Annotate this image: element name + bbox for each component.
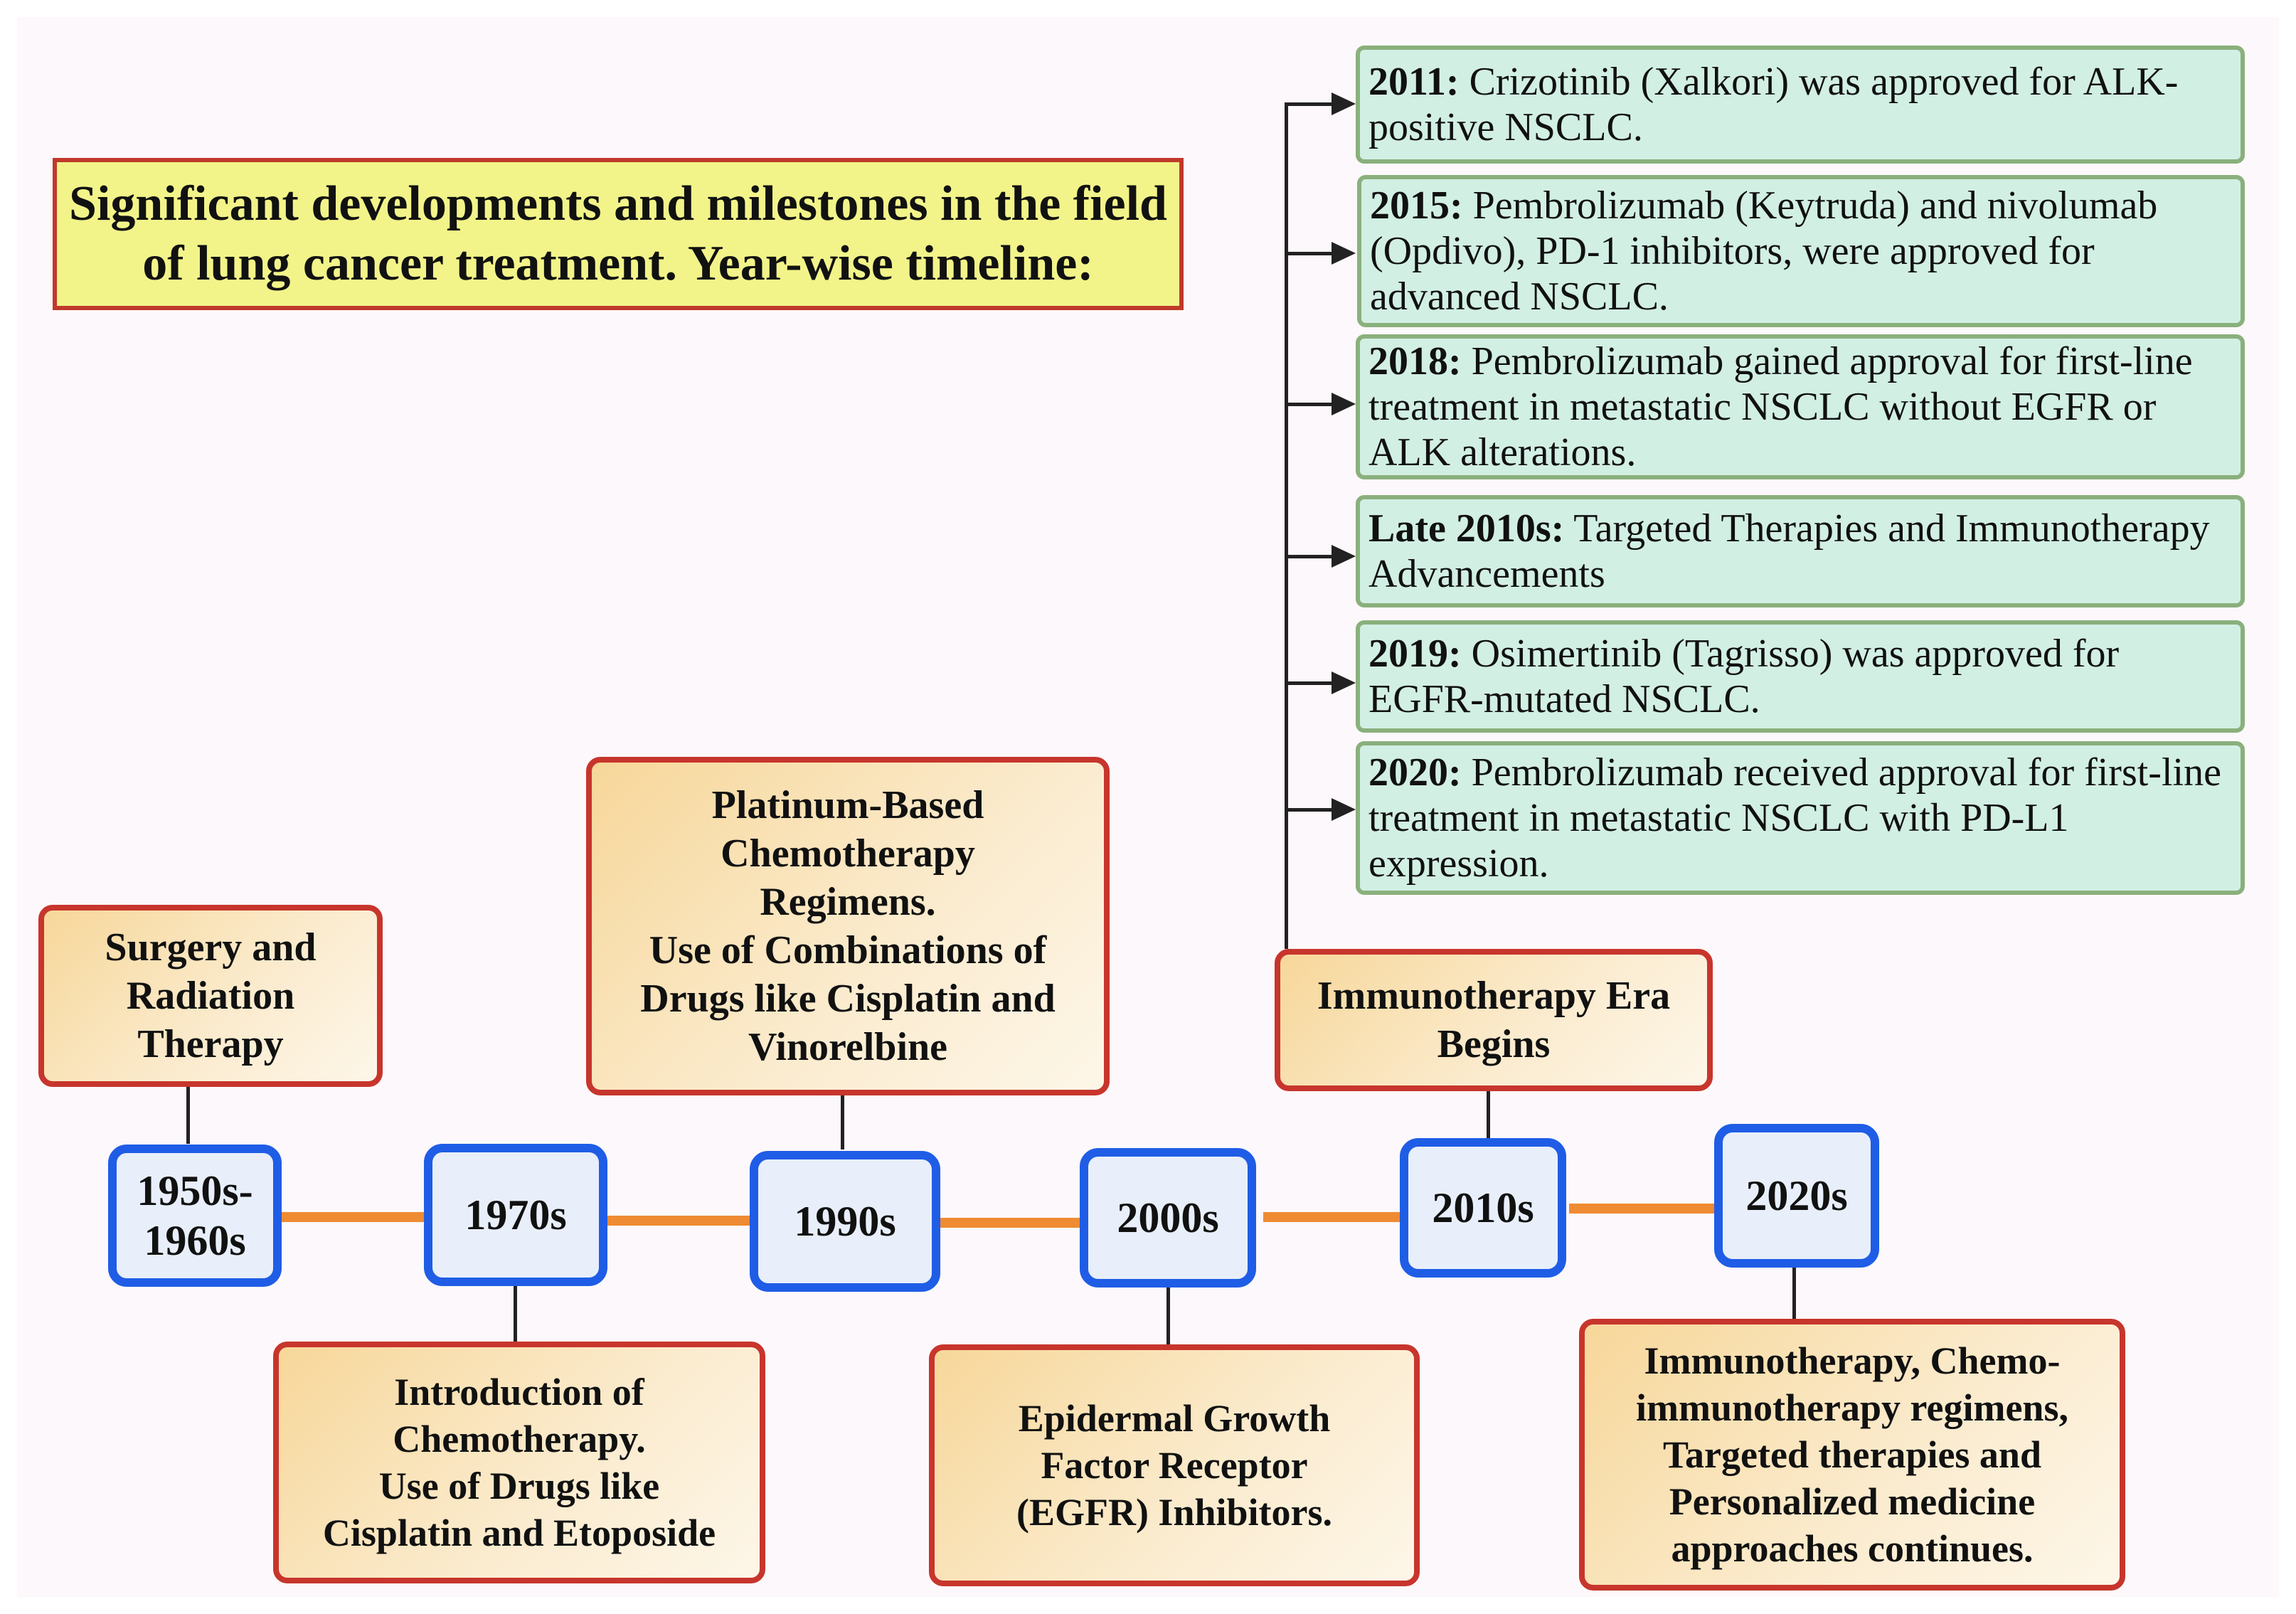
milestone-year: 2018: [1368,339,1462,383]
event-chemotherapy-introduction: Introduction of Chemotherapy. Use of Dru… [273,1342,765,1583]
milestone-year: Late 2010s: [1368,506,1565,551]
connector-1950s-1970s [275,1212,441,1222]
event-platinum-chemotherapy: Platinum-Based Chemotherapy Regimens. Us… [586,757,1110,1095]
decade-2000s: 2000s [1080,1148,1256,1288]
event-personalized-medicine: Immunotherapy, Chemo- immunotherapy regi… [1579,1319,2125,1591]
arrow-late-2010s [1332,545,1356,568]
decade-1950s-1960s: 1950s- 1960s [108,1145,282,1287]
milestone-text: Pembrolizumab received approval for firs… [1368,750,2221,886]
milestone-year: 2011: [1368,60,1460,104]
branch-2011 [1285,102,1334,106]
connector-1990s-2000s [935,1218,1097,1228]
decade-2010s: 2010s [1400,1138,1566,1278]
milestone-text: Pembrolizumab gained approval for first-… [1368,339,2193,474]
event-egfr-inhibitors: Epidermal Growth Factor Receptor (EGFR) … [929,1344,1420,1586]
decade-1990s: 1990s [750,1151,940,1292]
arrow-2018 [1332,393,1356,415]
milestone-text: Crizotinib (Xalkori) was approved for AL… [1368,60,2179,149]
branch-2020 [1285,808,1334,812]
decade-1970s: 1970s [424,1144,607,1286]
milestone-2015: 2015: Pembrolizumab (Keytruda) and nivol… [1357,175,2245,327]
milestone-2019: 2019: Osimertinib (Tagrisso) was approve… [1356,620,2245,733]
milestone-text: Targeted Therapies and Immunotherapy Adv… [1368,506,2210,596]
timeline-canvas: Significant developments and milestones … [17,17,2279,1597]
diagram-title: Significant developments and milestones … [53,158,1184,310]
milestone-year: 2020: [1368,750,1462,795]
branch-2015 [1285,252,1334,255]
connector-2010s-2020s [1569,1204,1726,1214]
milestone-2011: 2011: Crizotinib (Xalkori) was approved … [1356,46,2245,164]
milestone-text: Osimertinib (Tagrisso) was approved for … [1368,632,2120,721]
branch-2019 [1285,681,1334,685]
stem-2010s [1487,1085,1490,1141]
milestone-text: Pembrolizumab (Keytruda) and nivolumab (… [1370,184,2158,319]
branch-late-2010s [1285,555,1334,558]
stem-2020s [1792,1263,1796,1323]
arrow-2015 [1332,242,1356,265]
milestone-2018: 2018: Pembrolizumab gained approval for … [1356,334,2245,479]
connector-2000s-2010s [1263,1212,1413,1222]
stem-2000s [1166,1283,1170,1347]
arrow-2011 [1332,92,1356,115]
milestone-late-2010s: Late 2010s: Targeted Therapies and Immun… [1356,495,2245,607]
milestone-spine [1285,102,1288,949]
event-surgery-radiation: Surgery and Radiation Therapy [38,905,383,1087]
decade-2020s: 2020s [1714,1124,1879,1268]
arrow-2020 [1332,798,1356,821]
milestone-2020: 2020: Pembrolizumab received approval fo… [1356,741,2245,895]
stem-1990s [841,1093,844,1150]
milestone-year: 2019: [1368,632,1462,676]
milestone-year: 2015: [1370,184,1463,228]
arrow-2019 [1332,671,1356,694]
stem-1950s [186,1084,190,1144]
stem-1970s [514,1283,517,1346]
connector-1970s-1990s [603,1216,764,1226]
event-immunotherapy-era: Immunotherapy Era Begins [1275,949,1713,1091]
branch-2018 [1285,403,1334,406]
